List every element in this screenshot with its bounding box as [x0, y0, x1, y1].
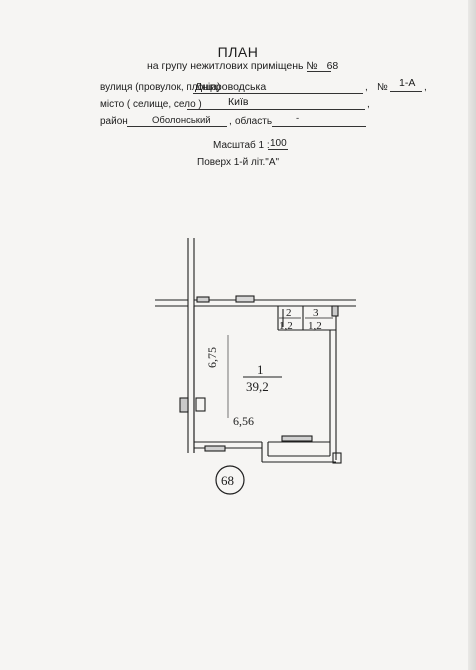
district-label: район	[100, 116, 128, 127]
right-vent	[331, 305, 339, 317]
room3-area: 1,2	[308, 320, 322, 332]
scan-edge	[468, 0, 476, 670]
city-line	[187, 109, 365, 110]
room1-area: 39,2	[246, 379, 269, 394]
document-title: ПЛАН	[217, 44, 259, 60]
region-label: область	[235, 116, 273, 127]
bottom-radiator	[281, 435, 313, 442]
district-line	[127, 126, 227, 127]
street-line	[193, 93, 363, 94]
number-line	[390, 91, 422, 92]
room2-area: 1,2	[279, 320, 293, 332]
city-comma: ,	[367, 99, 370, 110]
room3-number: 3	[313, 307, 319, 319]
room1-number: 1	[257, 362, 264, 377]
number-label: №	[377, 82, 388, 93]
room2-number: 2	[286, 307, 292, 319]
scale-line	[268, 149, 288, 150]
group-number-line	[307, 71, 331, 72]
bottom-right-door	[332, 452, 342, 464]
city-value: Київ	[228, 96, 249, 108]
region-line	[272, 126, 366, 127]
left-vent-1	[179, 397, 189, 413]
bottom-left-radiator	[204, 445, 226, 452]
group-number: 68	[326, 60, 339, 72]
subtitle-text: на групу нежитлових приміщень №	[147, 60, 318, 72]
height-dimension: 6,75	[205, 347, 219, 368]
number-comma: ,	[424, 82, 427, 93]
city-label: місто ( селище, село )	[100, 99, 202, 110]
scale-value: 100	[270, 138, 287, 149]
street-value: Дніпроводська	[195, 81, 267, 93]
unit-number: 68	[221, 473, 234, 488]
top-left-radiator	[196, 296, 210, 303]
scale-label: Масштаб 1 :	[213, 140, 270, 151]
region-value: -	[296, 113, 300, 124]
top-radiator	[235, 295, 255, 303]
street-comma: ,	[365, 82, 368, 93]
left-vent-2	[195, 397, 206, 412]
width-dimension: 6,56	[233, 414, 254, 428]
document-subtitle: на групу нежитлових приміщень № 68	[147, 60, 338, 72]
street-label: вулиця (провулок, площа)	[100, 82, 221, 93]
floor-label: Поверх 1-й літ."А"	[197, 157, 280, 168]
number-value: 1-А	[399, 77, 416, 89]
unit-circle	[215, 465, 245, 495]
district-value: Оболонський	[152, 115, 211, 126]
district-comma: ,	[229, 116, 232, 127]
